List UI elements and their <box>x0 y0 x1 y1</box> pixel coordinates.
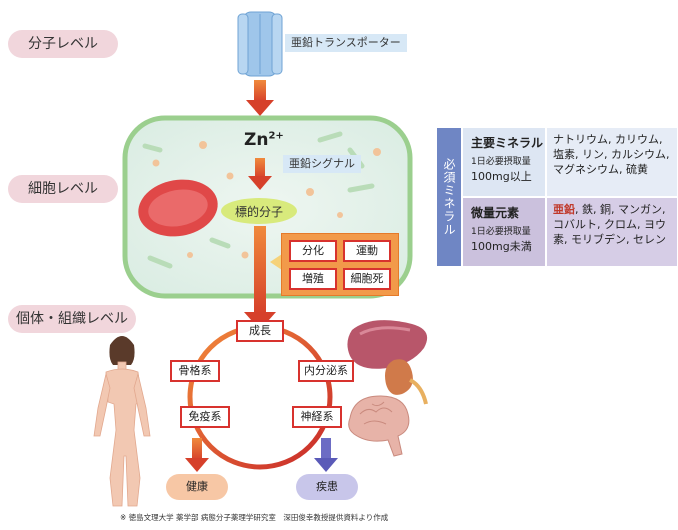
system-growth: 成長 <box>236 320 284 342</box>
effect-proliferation: 増殖 <box>289 268 337 290</box>
mineral-row-trace: 微量元素 1日必要摂取量 100mg未満 亜鉛, 鉄, 銅, マンガン, コバル… <box>461 198 677 266</box>
human-body-icon <box>93 336 151 507</box>
arrow-to-disease <box>314 438 338 472</box>
level-cell: 細胞レベル <box>8 175 118 203</box>
target-label: 標的分子 <box>234 205 283 219</box>
arrow-zinc-to-target <box>248 158 272 190</box>
system-immune: 免疫系 <box>180 406 230 428</box>
mineral-table: 必須ミネラル 主要ミネラル 1日必要摂取量 100mg以上 ナトリウム, カリウ… <box>437 128 677 266</box>
brain-icon <box>348 395 410 457</box>
effect-cell-death: 細胞死 <box>343 268 391 290</box>
outcome-disease: 疾患 <box>296 474 358 500</box>
effect-motility: 運動 <box>343 240 391 262</box>
trace-label-cell: 微量元素 1日必要摂取量 100mg未満 <box>463 198 545 266</box>
major-intake-label: 1日必要摂取量 <box>471 157 531 167</box>
system-endocrine: 内分泌系 <box>298 360 354 382</box>
major-amount: 100mg以上 <box>471 170 532 183</box>
major-elements: ナトリウム, カリウム, 塩素, リン, カルシウム, マグネシウム, 硫黄 <box>547 128 677 196</box>
signal-label: 亜鉛シグナル <box>283 155 361 173</box>
effects-callout-pointer <box>270 254 282 270</box>
mineral-header: 必須ミネラル <box>437 128 461 266</box>
target-molecule-oval <box>221 198 297 224</box>
zinc-transporter-icon <box>237 11 283 77</box>
system-skeletal: 骨格系 <box>170 360 220 382</box>
system-nervous: 神経系 <box>292 406 342 428</box>
outcome-health: 健康 <box>166 474 228 500</box>
major-title: 主要ミネラル <box>471 136 544 150</box>
zinc-symbol: Zn <box>244 130 269 150</box>
level-molecular: 分子レベル <box>8 30 118 58</box>
effect-differentiation: 分化 <box>289 240 337 262</box>
zinc-charge: 2+ <box>268 130 284 142</box>
transporter-label: 亜鉛トランスポーター <box>285 34 407 52</box>
major-label-cell: 主要ミネラル 1日必要摂取量 100mg以上 <box>463 128 545 196</box>
level-organism: 個体・組織レベル <box>8 305 136 333</box>
zinc-ion: Zn2+ <box>244 130 284 150</box>
effects-box: 分化 運動 増殖 細胞死 <box>281 233 399 296</box>
arrow-transporter-to-cell <box>246 80 274 116</box>
system-ring <box>187 324 333 470</box>
trace-title: 微量元素 <box>471 206 520 220</box>
trace-amount: 100mg未満 <box>471 240 532 253</box>
kidney-icon <box>385 359 428 405</box>
trace-intake-label: 1日必要摂取量 <box>471 227 531 237</box>
trace-zinc-highlight: 亜鉛 <box>553 203 575 216</box>
trace-elements-rest: , 鉄, 銅, マンガン, コバルト, クロム, ヨウ素, モリブデン, セレン <box>553 203 666 246</box>
liver-icon <box>347 320 428 369</box>
trace-elements: 亜鉛, 鉄, 銅, マンガン, コバルト, クロム, ヨウ素, モリブデン, セ… <box>547 198 677 266</box>
arrow-to-health <box>185 438 209 472</box>
mineral-row-major: 主要ミネラル 1日必要摂取量 100mg以上 ナトリウム, カリウム, 塩素, … <box>461 128 677 196</box>
footnote: ※ 徳島文理大学 薬学部 病態分子薬理学研究室 深田俊幸教授提供資料より作成 <box>120 513 389 522</box>
